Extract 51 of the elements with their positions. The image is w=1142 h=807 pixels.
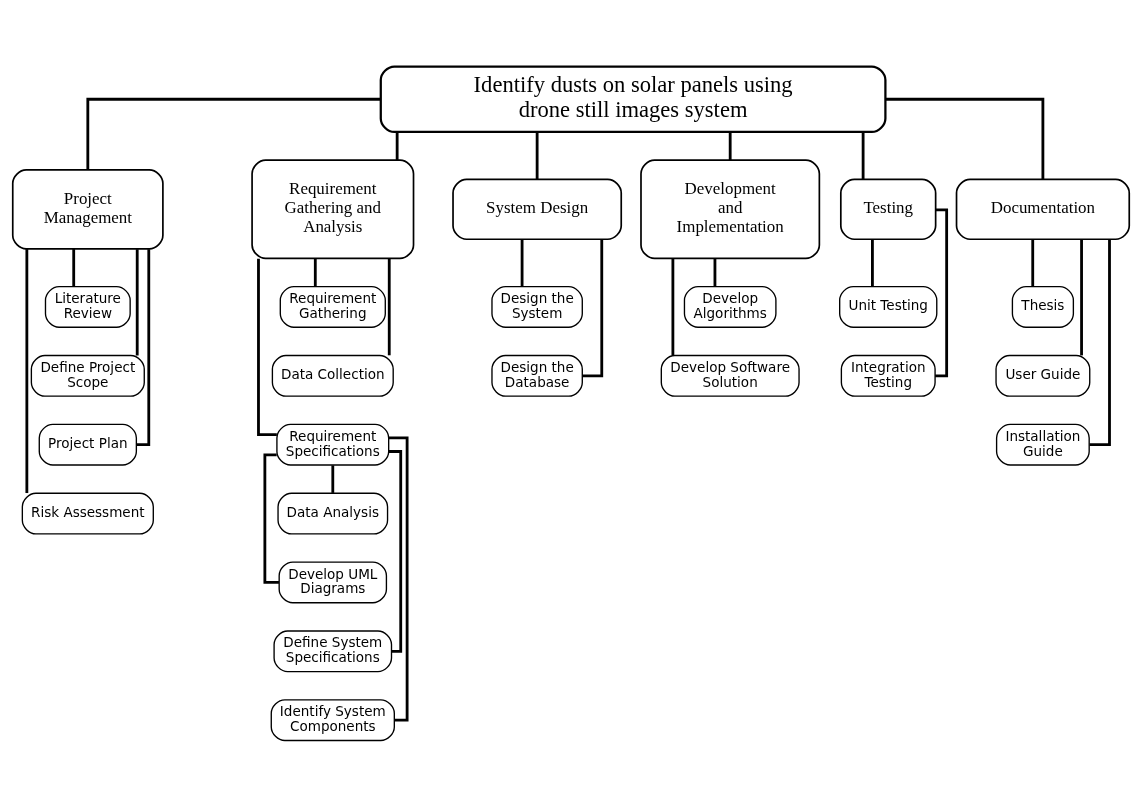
node-box: Testing (839, 178, 937, 241)
node-box: Requirement Gathering (279, 286, 386, 328)
node-box: Installation Guide (995, 423, 1090, 466)
node-box: Project Plan (38, 423, 138, 466)
node-box: Integration Testing (840, 354, 936, 397)
node-box: Development and Implementation (640, 159, 821, 260)
connector (728, 132, 732, 161)
node-box: Requirement Gathering and Analysis (251, 159, 415, 260)
node-box: Develop UML Diagrams (278, 561, 388, 604)
connector (263, 453, 279, 584)
connector (25, 249, 29, 494)
connector (671, 258, 675, 356)
node-box: Unit Testing (839, 286, 938, 328)
node-box: System Design (452, 178, 623, 241)
connector (535, 132, 539, 180)
connector (1080, 239, 1083, 356)
node-box: Requirement Specifications (276, 423, 390, 466)
node-box: Define Project Scope (30, 354, 145, 397)
node-box: User Guide (995, 354, 1091, 397)
connector (387, 258, 391, 356)
connector (885, 97, 1045, 180)
connector (861, 132, 865, 180)
connector (520, 239, 524, 287)
connector (388, 450, 403, 653)
node-box: Develop Algorithms (683, 286, 777, 328)
node-box: Project Management (11, 168, 164, 250)
connector (72, 249, 76, 287)
connector (257, 258, 277, 436)
node-box: Design the Database (491, 354, 583, 397)
node-box: Risk Assessment (21, 492, 154, 535)
connector (388, 436, 409, 722)
node-box: Design the System (491, 286, 583, 328)
connector (871, 239, 874, 287)
node-box: Develop Software Solution (660, 354, 800, 397)
node-box: Identify System Components (270, 699, 395, 742)
connector (86, 97, 381, 170)
node-box: Literature Review (44, 286, 131, 328)
connector (713, 258, 717, 287)
node-box: Documentation (955, 178, 1131, 241)
connector (135, 249, 139, 356)
connector (313, 258, 317, 287)
connector (395, 132, 399, 161)
node-box: Thesis (1011, 286, 1075, 328)
node-box: Data Collection (271, 354, 394, 397)
connector (136, 249, 151, 447)
node-box: Define System Specifications (273, 630, 393, 673)
connector (1031, 239, 1035, 287)
connector (935, 208, 949, 378)
connector (331, 465, 335, 493)
node-box: Identify dusts on solar panels using drone still images system (379, 65, 887, 134)
node-box: Data Analysis (277, 492, 389, 535)
